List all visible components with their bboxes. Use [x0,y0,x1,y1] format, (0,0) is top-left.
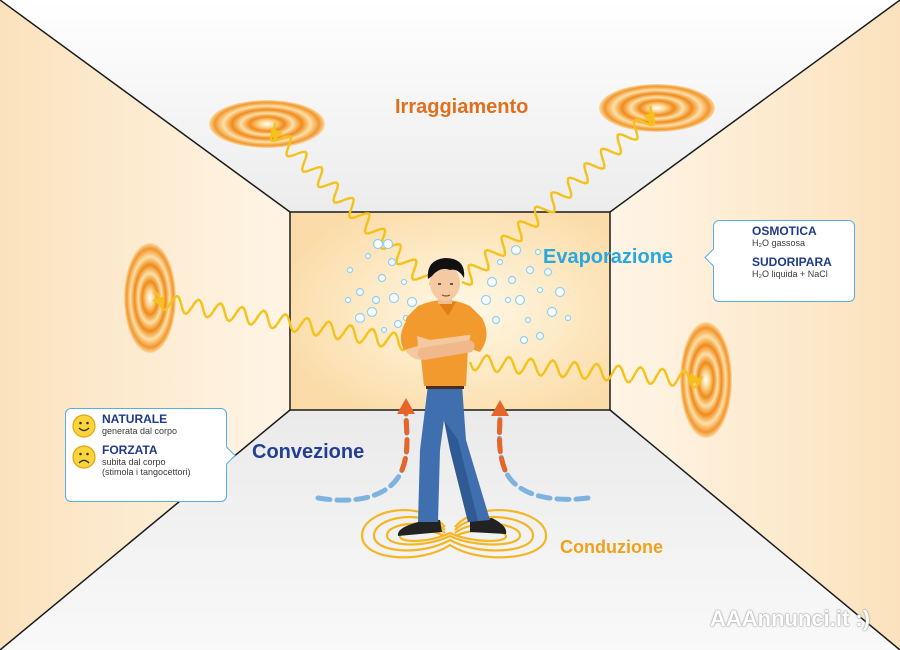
radiation-waves [152,106,704,389]
evaporation-bubble [388,292,400,304]
info-row-naturale: NATURALE generata dal corpo [72,413,220,438]
evaporation-bubble [366,306,378,318]
evaporation-bubble [536,286,544,294]
ceiling-left-heat-ring-icon [209,100,325,148]
evaporation-bubble [371,295,381,305]
evaporation-bubble [564,314,572,322]
right-wall [610,0,900,650]
info-row-subtitle: subita dal corpo [102,457,166,467]
evaporation-bubble [406,296,418,308]
evaporation-bubble [525,265,535,275]
left-wall-heat-ring-icon [124,243,176,353]
info-row-title: OSMOTICA [752,224,817,238]
radiation-wave-right-wall [468,353,704,389]
radiation-wave-ceiling-right [461,106,656,287]
info-row-subtitle: generata dal corpo [102,426,178,436]
right-wall-heat-ring-icon [680,322,732,438]
info-row-title: FORZATA [102,443,158,457]
evaporation-bubble [486,276,498,288]
label-evaporazione: Evaporazione [543,246,674,268]
watermark-text: AAAnnunci.it :) [710,606,871,631]
evaporation-bubble [364,252,372,260]
person-figure [397,258,507,536]
evaporation-bubble [535,331,545,341]
label-irraggiamento: Irraggiamento [395,96,529,118]
evaporation-bubble [380,326,388,334]
convezione-info-box: NATURALE generata dal corpo FORZATA subi… [65,408,236,502]
evaporation-bubble [393,319,403,329]
convection-arrowhead-left-icon [397,398,415,414]
info-row-sudoripara: SUDORIPARA H₂O liquida + NaCl [720,255,848,280]
happy-face-icon [72,414,96,438]
info-row-title: NATURALE [102,412,168,426]
evaporation-bubble [514,294,526,306]
evaporation-bubble [400,278,408,286]
evaporation-bubble [496,258,504,266]
evaporation-bubble [372,238,384,250]
info-row-subtitle: H₂O liquida + NaCl [752,269,828,279]
radiation-wave-ceiling-right-arrowhead [643,112,656,125]
evaporation-bubble [382,238,394,250]
ceiling [0,0,900,212]
convection-arrowhead-right-icon [491,400,509,416]
evaporation-bubble [504,296,512,304]
evaporation-bubble [480,294,492,306]
evaporation-bubble [355,287,365,297]
radiation-wave-ceiling-left-arrowhead [270,128,283,141]
evaporation-bubble [387,257,397,267]
radiation-wave-left-wall [152,291,422,352]
evaporation-bubble [507,275,517,285]
info-row-subtitle-note: (stimola i tangocettori) [102,467,191,477]
evaporation-bubble [377,273,387,283]
sad-face-icon [72,445,96,469]
evaporation-bubble [546,306,558,318]
label-conduzione: Conduzione [560,537,663,557]
info-row-subtitle: H₂O gassosa [752,238,806,248]
evaporazione-info-box: OSMOTICA H₂O gassosa SUDORIPARA H₂O liqu… [704,220,855,302]
evaporation-bubble [524,316,532,324]
radiation-wave-ceiling-left [269,122,434,286]
convection-arrow-right-icon [496,411,591,502]
evaporation-bubble [519,335,529,345]
info-row-title: SUDORIPARA [752,255,832,269]
evaporation-bubble [510,244,522,256]
info-row-forzata: FORZATA subita dal corpo (stimola i tang… [72,444,220,477]
evaporation-bubble [543,267,553,277]
evaporation-bubble [491,315,501,325]
convection-arrow-left-icon [315,409,410,503]
radiation-wave-right-wall-arrowhead [689,373,702,386]
evaporation-bubble [554,286,566,298]
evaporation-bubble [344,296,352,304]
info-row-osmotica: OSMOTICA H₂O gassosa [720,224,848,249]
ceiling-right-heat-ring-icon [599,84,715,132]
evaporation-bubble [534,248,542,256]
evaporation-bubbles [344,238,572,345]
radiation-wave-left-wall-arrowhead [152,296,165,308]
evaporation-bubble [346,266,354,274]
label-convezione: Convezione [252,441,365,463]
evaporation-bubble [354,312,366,324]
